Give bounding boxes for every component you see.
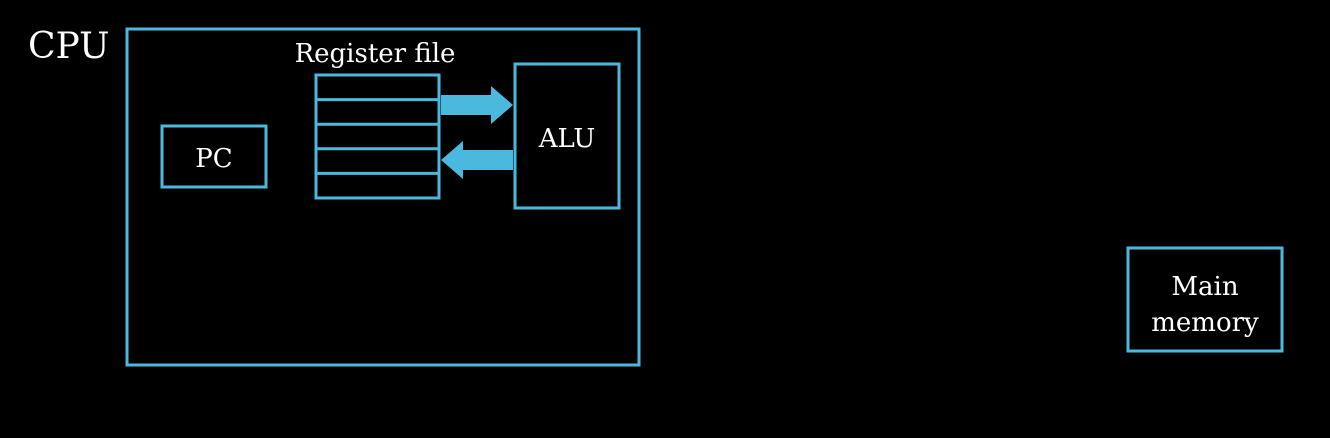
alu-box bbox=[513, 62, 621, 210]
arrow-register-to-alu bbox=[441, 86, 513, 124]
main-memory-box bbox=[1126, 246, 1284, 353]
arrow-alu-to-register bbox=[441, 141, 513, 179]
cpu-label: CPU bbox=[28, 26, 109, 67]
cpu-box bbox=[125, 27, 641, 367]
main-memory-label-line1: Main bbox=[1171, 272, 1238, 302]
register-file-label: Register file bbox=[295, 39, 456, 69]
pc-label: PC bbox=[195, 144, 232, 174]
alu-label: ALU bbox=[538, 124, 596, 154]
main-memory-label-line2: memory bbox=[1151, 308, 1259, 338]
register-file-box bbox=[314, 73, 441, 200]
pc-box bbox=[160, 124, 268, 189]
register-file bbox=[314, 73, 441, 200]
